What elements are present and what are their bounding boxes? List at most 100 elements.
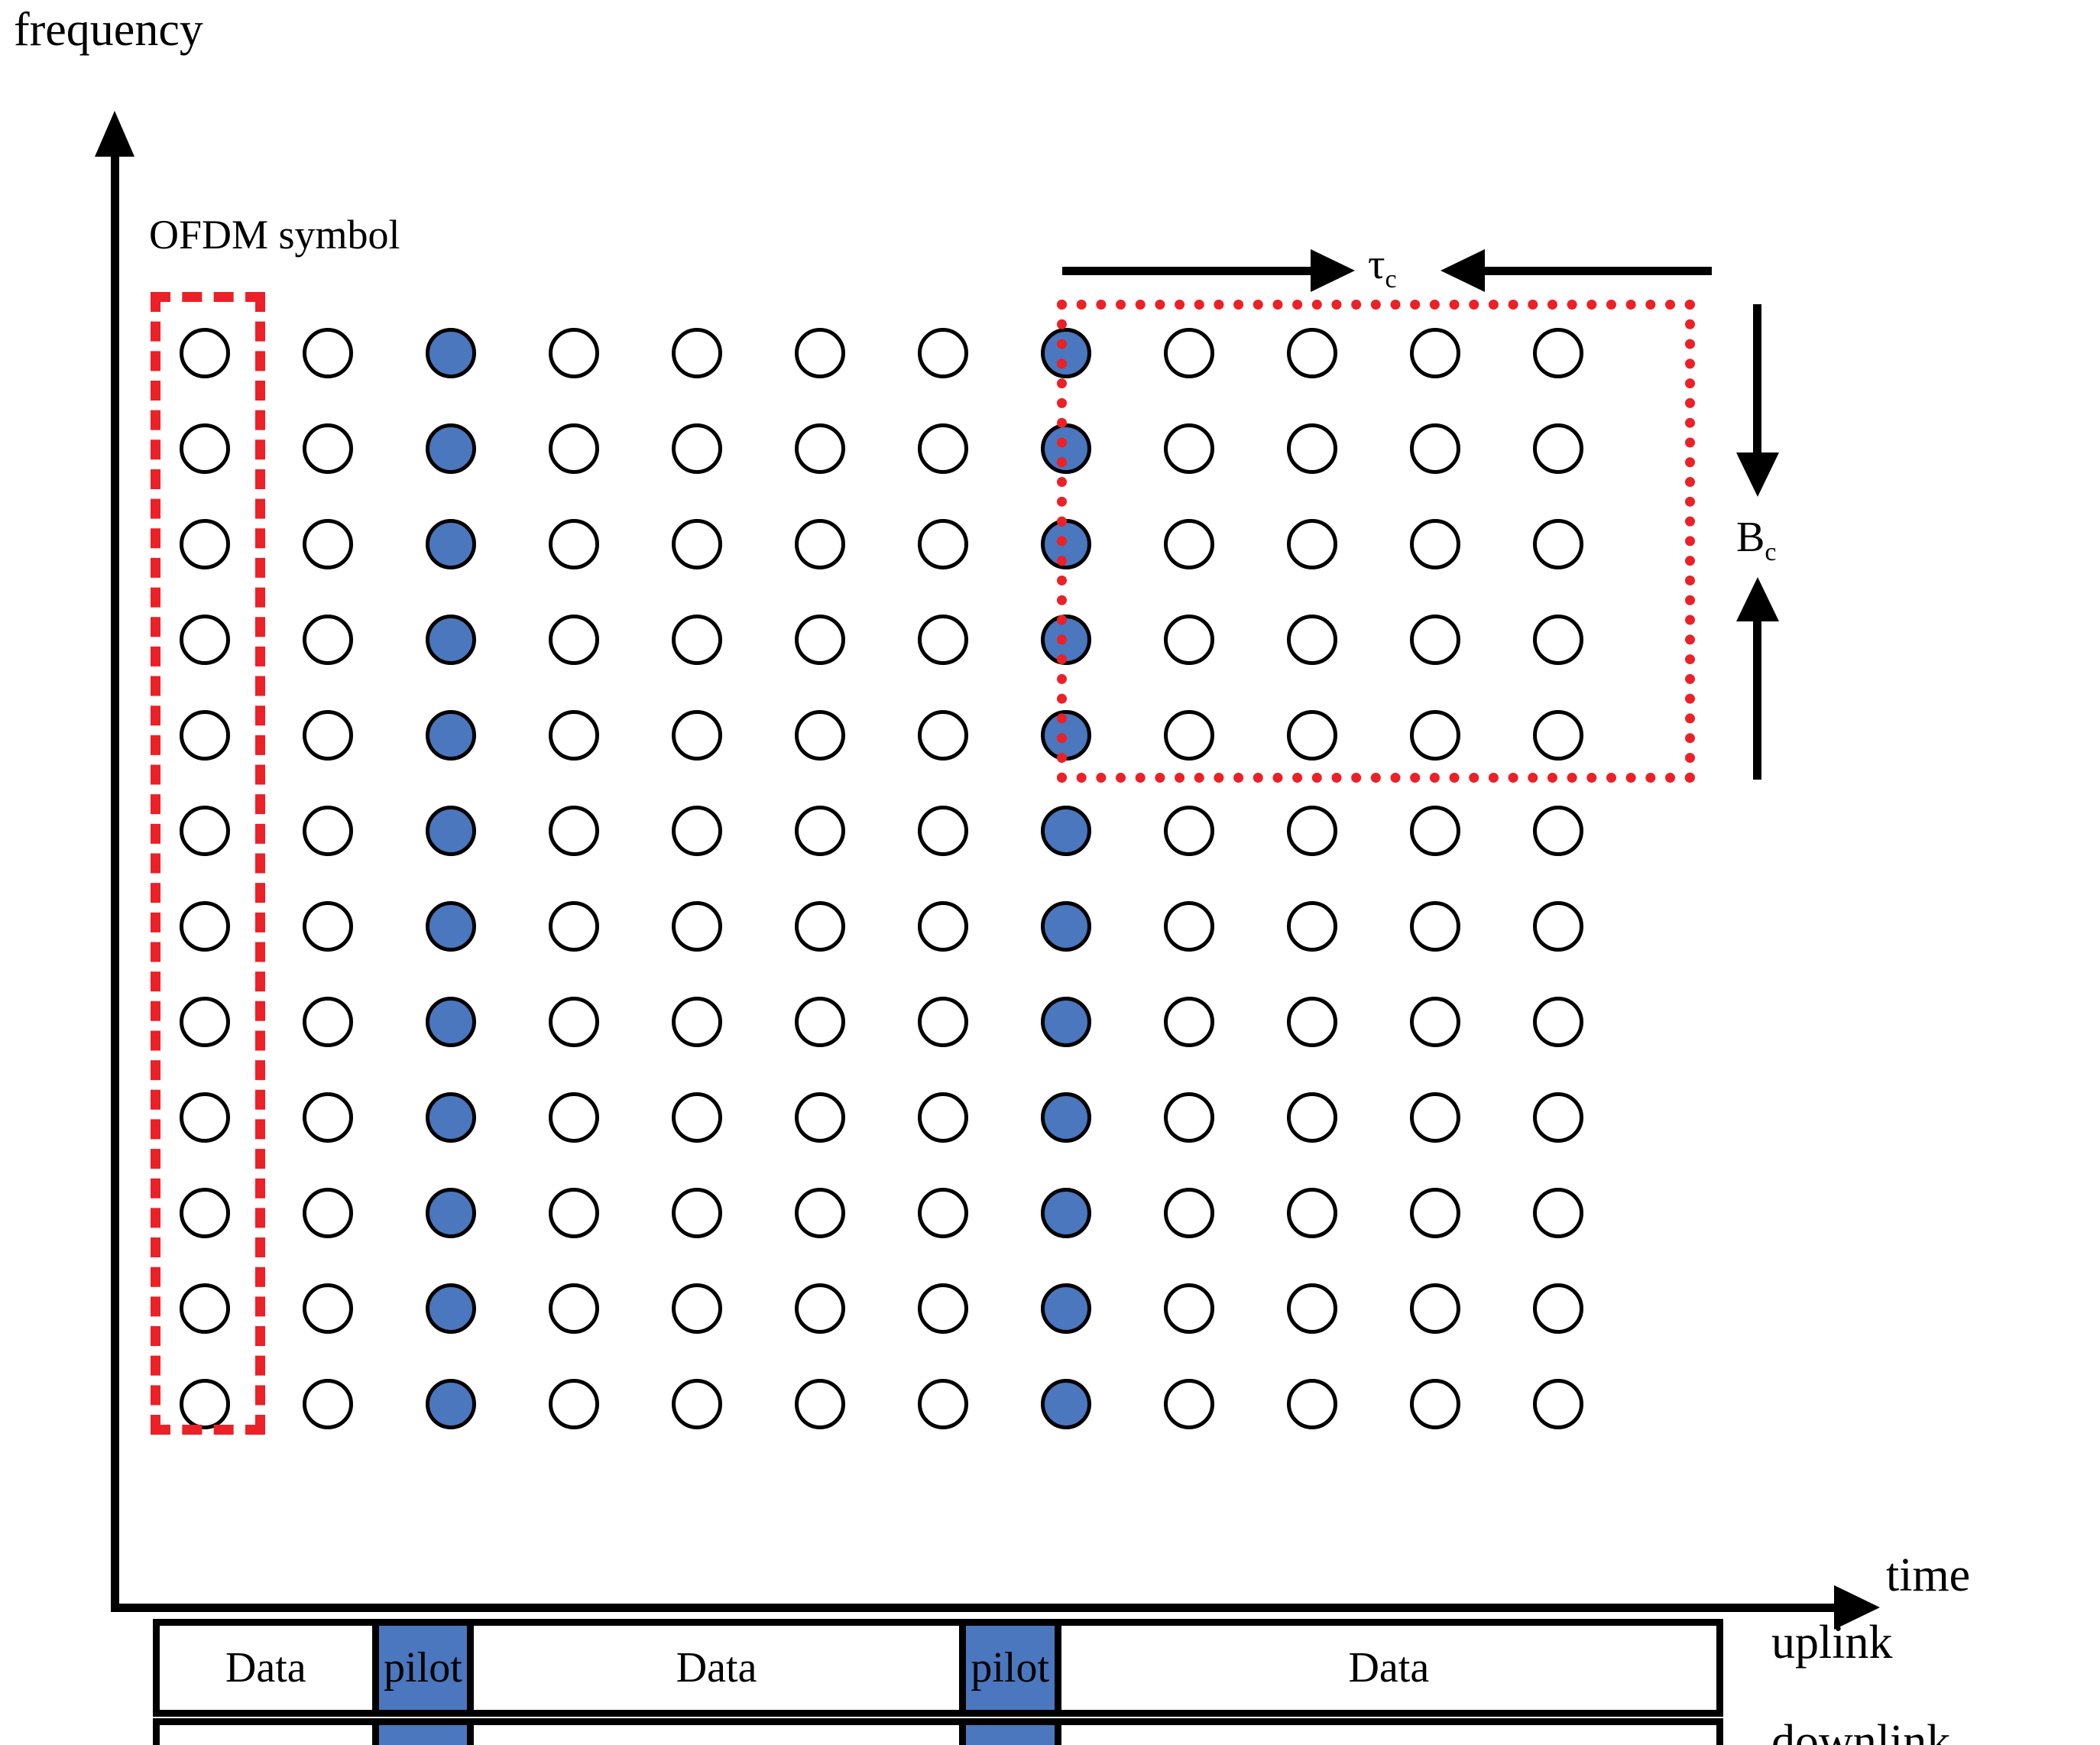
data-resource-element	[303, 615, 353, 665]
data-resource-element	[549, 710, 599, 761]
data-resource-element	[1410, 328, 1460, 378]
data-resource-element	[1533, 710, 1583, 761]
uplink-data-segment: Data	[474, 1626, 959, 1710]
data-resource-element	[795, 615, 845, 665]
data-resource-element	[795, 1188, 845, 1238]
data-resource-element	[918, 1092, 968, 1143]
data-resource-element	[1287, 423, 1337, 474]
data-resource-element	[918, 519, 968, 569]
pilot-resource-element	[1041, 997, 1091, 1047]
data-resource-element	[1287, 997, 1337, 1047]
data-resource-element	[1533, 423, 1583, 474]
data-resource-element	[918, 1283, 968, 1334]
downlink-label: downlink	[1771, 1716, 1951, 1745]
data-resource-element	[1164, 1283, 1214, 1334]
uplink-data-segment: Data	[160, 1626, 372, 1710]
data-resource-element	[180, 423, 230, 474]
data-resource-element	[303, 806, 353, 856]
pilot-resource-element	[426, 997, 476, 1047]
data-resource-element	[1164, 519, 1214, 569]
data-resource-element	[1410, 1283, 1460, 1334]
data-resource-element	[303, 423, 353, 474]
data-resource-element	[795, 901, 845, 952]
data-resource-element	[1410, 519, 1460, 569]
data-resource-element	[1164, 997, 1214, 1047]
uplink-pilot-segment: pilot	[371, 1626, 475, 1710]
data-resource-element	[1533, 997, 1583, 1047]
tau-arrow-left-line	[1062, 267, 1314, 275]
data-resource-element	[1410, 423, 1460, 474]
pilot-resource-element	[1041, 1379, 1091, 1429]
pilot-resource-element	[1041, 806, 1091, 856]
data-resource-element	[549, 1188, 599, 1238]
data-resource-element	[672, 1283, 722, 1334]
tau-c-label: τc	[1368, 243, 1397, 293]
data-resource-element	[918, 328, 968, 378]
data-resource-element	[303, 997, 353, 1047]
uplink-pilot-segment: pilot	[958, 1626, 1061, 1710]
data-resource-element	[303, 1188, 353, 1238]
data-resource-element	[1410, 615, 1460, 665]
data-resource-element	[549, 1283, 599, 1334]
data-resource-element	[549, 806, 599, 856]
data-resource-element	[672, 997, 722, 1047]
pilot-resource-element	[426, 615, 476, 665]
data-resource-element	[795, 997, 845, 1047]
data-resource-element	[1164, 1379, 1214, 1429]
data-resource-element	[1533, 1283, 1583, 1334]
data-resource-element	[795, 1092, 845, 1143]
data-resource-element	[1164, 328, 1214, 378]
data-resource-element	[303, 1379, 353, 1429]
data-resource-element	[1410, 710, 1460, 761]
data-resource-element	[180, 710, 230, 761]
data-resource-element	[795, 710, 845, 761]
data-resource-element	[1533, 328, 1583, 378]
data-resource-element	[549, 1092, 599, 1143]
bc-symbol: B	[1736, 514, 1765, 561]
data-resource-element	[549, 519, 599, 569]
uplink-label: uplink	[1771, 1617, 1893, 1669]
data-resource-element	[1410, 997, 1460, 1047]
data-resource-element	[549, 997, 599, 1047]
data-resource-element	[795, 328, 845, 378]
data-resource-element	[672, 615, 722, 665]
data-resource-element	[672, 519, 722, 569]
uplink-data-segment: Data	[1061, 1626, 1716, 1710]
data-resource-element	[180, 615, 230, 665]
data-resource-element	[672, 1379, 722, 1429]
time-axis-label: time	[1886, 1549, 1971, 1601]
data-resource-element	[795, 423, 845, 474]
pilot-resource-element	[426, 901, 476, 952]
data-resource-element	[549, 901, 599, 952]
data-resource-element	[918, 423, 968, 474]
data-resource-element	[1287, 710, 1337, 761]
pilot-resource-element	[426, 1188, 476, 1238]
data-resource-element	[918, 1188, 968, 1238]
data-resource-element	[795, 519, 845, 569]
tau-symbol: τ	[1368, 241, 1385, 288]
data-resource-element	[180, 1092, 230, 1143]
bc-arrow-down-head-icon	[1736, 452, 1779, 497]
pilot-resource-element	[426, 519, 476, 569]
data-resource-element	[1410, 1092, 1460, 1143]
data-resource-element	[1164, 1092, 1214, 1143]
data-resource-element	[180, 1283, 230, 1334]
tau-arrow-right-line	[1483, 267, 1712, 275]
pilot-resource-element	[1041, 1283, 1091, 1334]
bc-arrow-bottom-line	[1753, 619, 1761, 780]
data-resource-element	[672, 901, 722, 952]
data-resource-element	[918, 710, 968, 761]
coherence-block-box	[1057, 300, 1695, 783]
data-resource-element	[918, 997, 968, 1047]
data-resource-element	[672, 1092, 722, 1143]
data-resource-element	[795, 1283, 845, 1334]
data-resource-element	[180, 901, 230, 952]
data-resource-element	[1287, 519, 1337, 569]
data-resource-element	[918, 901, 968, 952]
bc-arrow-top-line	[1753, 304, 1761, 457]
ofdm-symbol-label: OFDM symbol	[149, 212, 400, 258]
pilot-resource-element	[426, 1092, 476, 1143]
pilot-resource-element	[1041, 901, 1091, 952]
